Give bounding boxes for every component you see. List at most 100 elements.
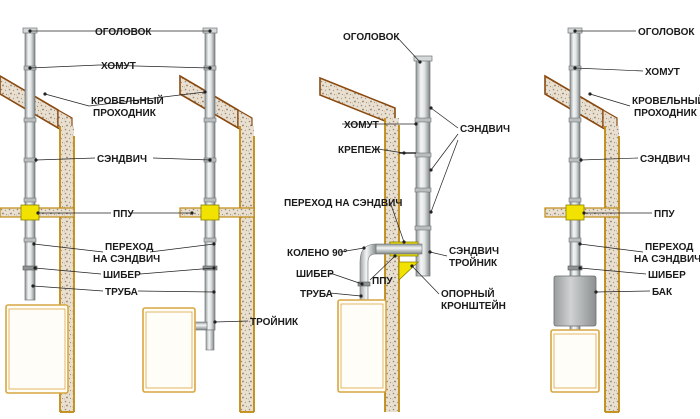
stove <box>550 329 600 393</box>
leader-dot <box>429 210 433 214</box>
ppu-ring <box>200 204 220 221</box>
leader-dot <box>203 90 207 94</box>
leader-line <box>430 133 459 171</box>
pipe-joint <box>203 197 217 203</box>
label-koleno-2: КОЛЕНО 90° <box>287 248 347 259</box>
pipe-joint <box>414 117 432 123</box>
leader-line <box>137 290 215 293</box>
pipe-joint <box>203 237 217 243</box>
damper <box>357 281 371 287</box>
leader-dot <box>588 92 592 96</box>
leader-line <box>34 267 102 275</box>
roof-slab <box>319 76 396 127</box>
pipe-joint <box>23 157 37 163</box>
chimney-b <box>142 27 255 393</box>
leader-line <box>589 93 631 107</box>
leader-dot <box>190 211 194 215</box>
leader-dot <box>402 151 406 155</box>
label-perekhod-3a: ПЕРЕХОД <box>645 242 693 253</box>
label-ogolovok-3: ОГОЛОВОК <box>638 27 695 38</box>
leader-dot <box>594 290 598 294</box>
leader-line <box>329 292 362 297</box>
leader-line <box>377 148 405 154</box>
label-ogolovok-2: ОГОЛОВОК <box>343 32 400 43</box>
leader-dot <box>414 122 418 126</box>
leader-dot <box>410 264 414 268</box>
leader-dot <box>418 60 422 64</box>
label-bak-3: БАК <box>652 287 673 298</box>
label-ppu-2: ППУ <box>372 276 393 287</box>
leader-dot <box>28 29 32 33</box>
leader-dot <box>360 282 364 286</box>
brick-wall <box>385 118 399 412</box>
label-khomut-2: ХОМУТ <box>344 120 379 131</box>
leader-dot <box>362 246 366 250</box>
brick-wall <box>605 126 619 412</box>
leader-dot <box>428 250 432 254</box>
label-sendvich-troynik-2a: СЭНДВИЧ <box>449 246 499 257</box>
stove-door <box>8 308 66 390</box>
leader-dot <box>578 266 582 270</box>
leader-dot <box>212 242 216 246</box>
pipe-joint <box>203 117 217 123</box>
stove-door <box>145 311 193 389</box>
leader-dot <box>43 92 47 96</box>
ppu-ring <box>20 204 40 221</box>
support-bracket <box>398 261 420 281</box>
tank <box>553 275 597 327</box>
label-khomut-1: ХОМУТ <box>101 61 136 72</box>
leader-dot <box>212 290 216 294</box>
label-krovelnyy-3a: КРОВЕЛЬНЫЙ <box>632 94 700 107</box>
leader-dot <box>34 158 38 162</box>
leader-dot <box>28 66 32 70</box>
leader-dot <box>212 266 216 270</box>
label-krepezh-2: КРЕПЕЖ <box>338 145 381 156</box>
leader-dot <box>36 211 40 215</box>
leader-dot <box>573 66 577 70</box>
leader-dot <box>393 254 397 258</box>
leader-line <box>329 272 363 285</box>
pipe-joint <box>568 117 582 123</box>
brick-wall <box>240 126 254 412</box>
label-truba-1: ТРУБА <box>105 287 138 298</box>
leader-line <box>429 251 448 257</box>
pipe-joint <box>23 237 37 243</box>
leader-line <box>32 285 104 292</box>
label-ogolovok-1: ОГОЛОВОК <box>95 27 152 38</box>
pipe-segment <box>204 29 216 331</box>
leader-dot <box>208 66 212 70</box>
pipe-joint <box>414 225 432 231</box>
leader-line <box>44 93 90 107</box>
pipe-segment <box>24 29 36 301</box>
leader-dot <box>32 242 36 246</box>
leader-dot <box>208 29 212 33</box>
leader-line <box>579 243 644 253</box>
label-khomut-3: ХОМУТ <box>645 67 680 78</box>
stove-door <box>340 303 384 389</box>
label-ppu-1: ППУ <box>113 209 134 220</box>
label-perekhod-2: ПЕРЕХОД НА СЭНДВИЧ <box>284 198 402 209</box>
pipe-joint <box>23 117 37 123</box>
leader-line <box>152 157 211 161</box>
label-krovelnyy-3b: ПРОХОДНИК <box>634 108 698 119</box>
leader-line <box>580 157 639 161</box>
label-krovelnyy-1a: КРОВЕЛЬНЫЙ <box>91 94 164 107</box>
leader-line <box>139 267 215 275</box>
leader-dot <box>33 266 37 270</box>
leader-line <box>579 267 647 275</box>
leader-line <box>149 243 215 253</box>
label-sendvich-2: СЭНДВИЧ <box>460 124 510 135</box>
label-shiber-3: ШИБЕР <box>648 270 686 281</box>
label-shiber-1: ШИБЕР <box>103 270 141 281</box>
pipe-joint <box>23 197 37 203</box>
leader-line <box>33 243 104 253</box>
leader-dot <box>579 158 583 162</box>
label-opornyy-2b: КРОНШТЕЙН <box>441 299 506 312</box>
chimney-cap <box>413 55 433 62</box>
label-sendvich-1: СЭНДВИЧ <box>97 154 147 165</box>
label-truba-2: ТРУБА <box>300 289 333 300</box>
label-sendvich-3: СЭНДВИЧ <box>640 154 690 165</box>
pipe-joint <box>568 197 582 203</box>
label-opornyy-2a: ОПОРНЫЙ <box>441 287 495 300</box>
